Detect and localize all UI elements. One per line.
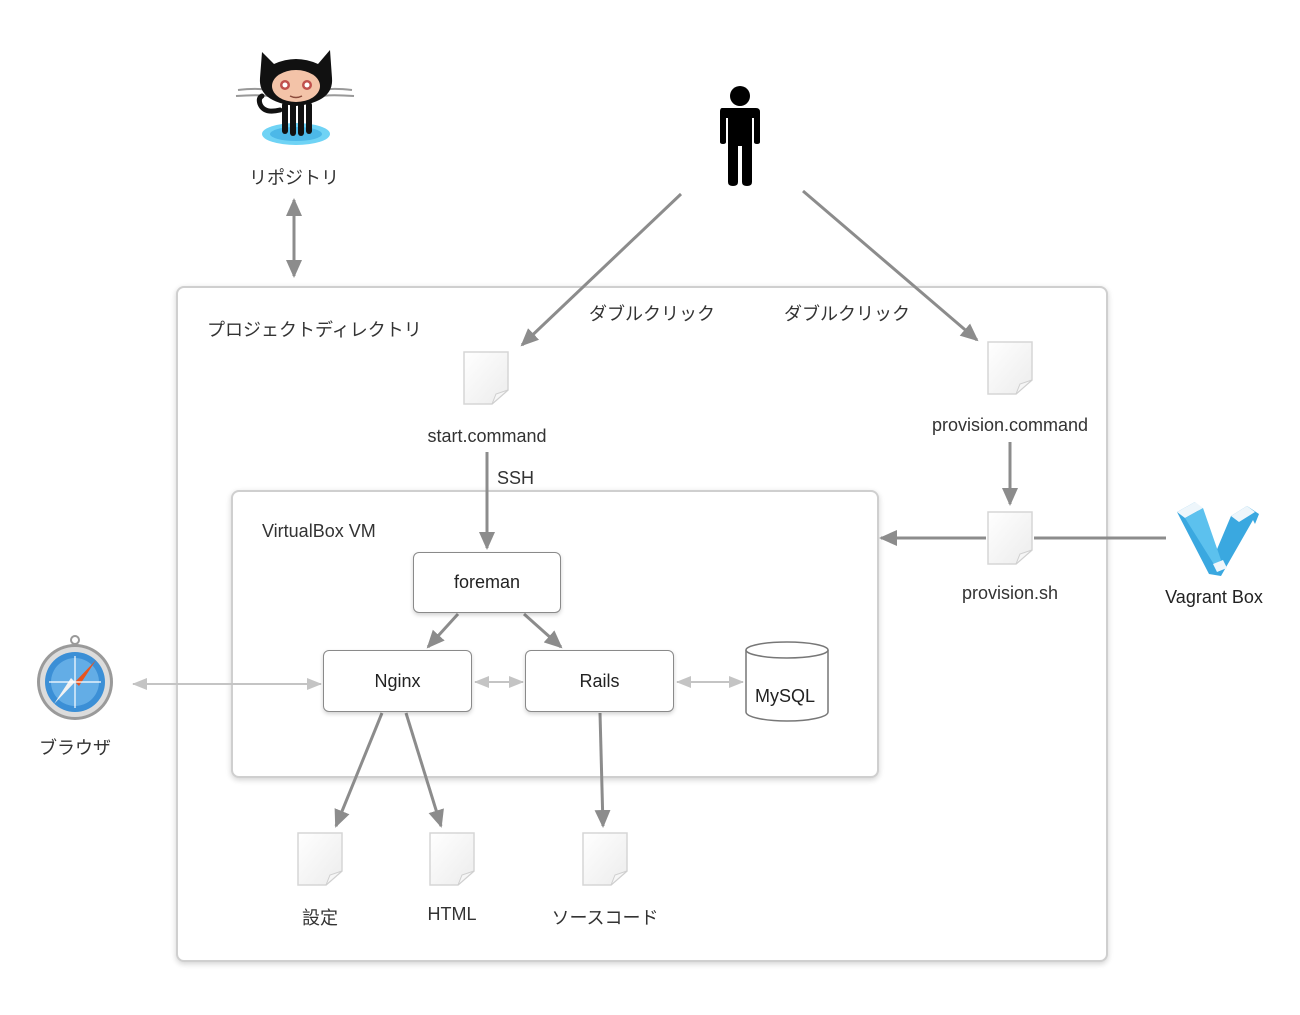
rails-label: Rails	[579, 670, 620, 691]
github-octocat-icon[interactable]	[234, 42, 356, 150]
document-icon[interactable]	[986, 510, 1034, 566]
provision-command-label: provision.command	[931, 415, 1089, 435]
edge-user-start-command	[520, 192, 683, 347]
document-icon[interactable]	[296, 831, 344, 887]
nginx-label: Nginx	[374, 670, 421, 691]
edge-user-provision-command	[802, 189, 979, 342]
edge-foreman-nginx	[426, 612, 460, 649]
vagrant-logo-icon[interactable]	[1175, 500, 1261, 578]
start-command-label: start.command	[427, 426, 547, 446]
edge-label-double-click-left: ダブルクリック	[589, 304, 715, 324]
settings-label: 設定	[302, 908, 338, 928]
foreman-label: foreman	[453, 572, 521, 592]
foreman-node[interactable]: foreman	[413, 552, 561, 613]
edge-label-ssh: SSH	[497, 468, 535, 488]
edge-nginx-settings	[334, 712, 384, 828]
source-code-label: ソースコード	[551, 908, 659, 928]
mysql-database-icon[interactable]	[744, 640, 830, 724]
browser-label: ブラウザ	[39, 738, 111, 758]
virtualbox-vm-group	[231, 490, 879, 778]
mysql-label: MySQL	[754, 686, 816, 706]
repository-label: リポジトリ	[249, 168, 339, 188]
edge-foreman-rails	[523, 612, 563, 649]
nginx-node[interactable]: Nginx	[323, 650, 472, 712]
html-label: HTML	[427, 904, 477, 924]
rails-node[interactable]: Rails	[525, 650, 674, 712]
document-icon[interactable]	[581, 831, 629, 887]
vagrant-box-label: Vagrant Box	[1165, 587, 1263, 607]
document-icon[interactable]	[428, 831, 476, 887]
person-icon	[720, 86, 760, 186]
edge-nginx-html	[404, 712, 444, 828]
document-icon[interactable]	[986, 340, 1034, 396]
edge-label-double-click-right: ダブルクリック	[784, 304, 910, 324]
document-icon[interactable]	[462, 350, 510, 406]
project-directory-label: プロジェクトディレクトリ	[207, 320, 422, 340]
safari-compass-icon[interactable]	[34, 632, 116, 720]
edge-rails-source	[594, 712, 611, 828]
virtualbox-vm-label: VirtualBox VM	[262, 521, 376, 541]
provision-sh-label: provision.sh	[961, 583, 1059, 603]
